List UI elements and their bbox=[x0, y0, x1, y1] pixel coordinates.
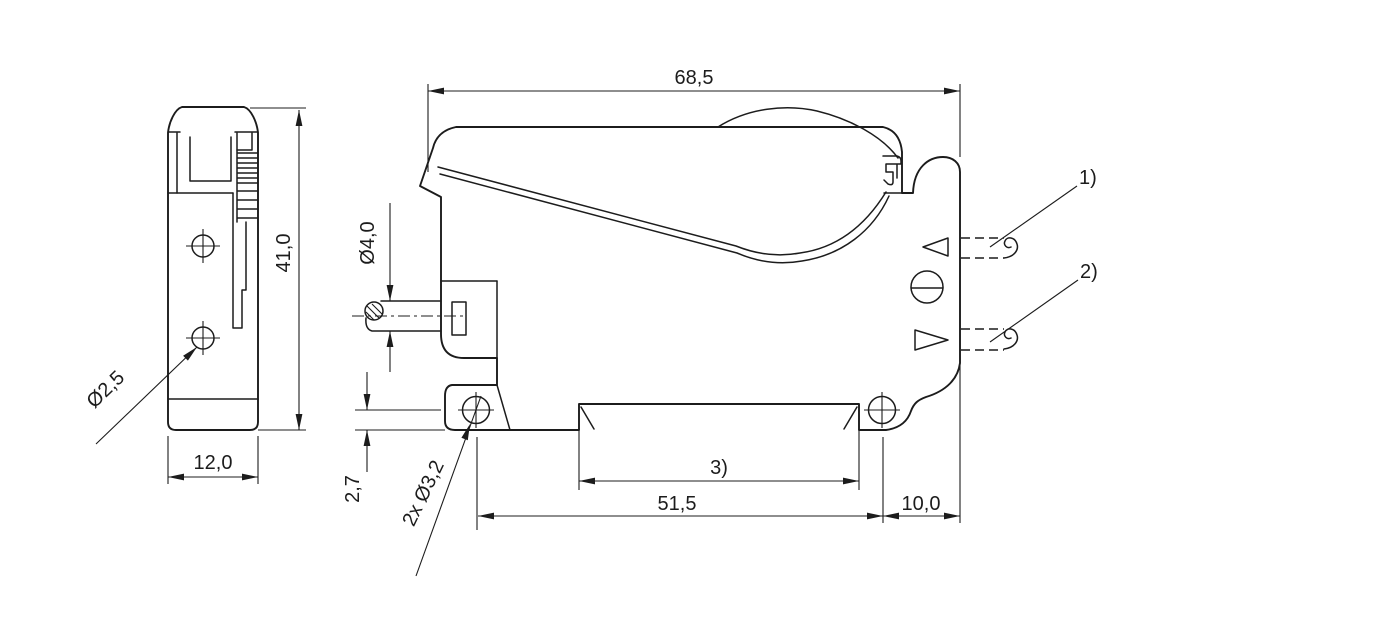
dimension-edge-offset: 10,0 bbox=[883, 493, 960, 520]
dimension-mounting-holes: 2x Ø3,2 bbox=[398, 395, 482, 577]
latch-detail bbox=[882, 155, 902, 186]
dim-hole-bottom-offset-label: 2,7 bbox=[342, 475, 364, 503]
dimension-body-width: 12,0 bbox=[167, 436, 259, 484]
left-side-view: 41,0 12,0 Ø2,5 bbox=[83, 106, 306, 484]
dim-body-width-label: 12,0 bbox=[194, 452, 233, 474]
plunger-shaft bbox=[365, 300, 442, 332]
dimension-hole-bottom-offset: 2,7 bbox=[342, 372, 445, 503]
callout-2: 2) bbox=[989, 261, 1098, 343]
side-slot bbox=[232, 192, 247, 329]
mount-hole-right-crosshair bbox=[864, 392, 900, 428]
adjustment-screw bbox=[910, 270, 944, 304]
dim-mounting-holes-label: 2x Ø3,2 bbox=[398, 457, 448, 530]
lever-inner-edge bbox=[437, 166, 887, 256]
inner-step bbox=[236, 132, 253, 151]
housing-outline bbox=[419, 126, 961, 431]
dim-side-hole-label: Ø2,5 bbox=[83, 367, 129, 413]
dim-ref-3-label: 3) bbox=[710, 457, 728, 479]
dimension-ref-3: 3) bbox=[578, 430, 860, 490]
lever-outer-edge bbox=[439, 173, 890, 264]
connector-2-dashed bbox=[961, 328, 1004, 351]
dim-overall-length-label: 68,5 bbox=[675, 67, 714, 89]
callout-1-label: 1) bbox=[1079, 167, 1097, 189]
callout-2-label: 2) bbox=[1080, 261, 1098, 283]
connector-2-end bbox=[1003, 328, 1019, 350]
spring-ribs bbox=[236, 149, 258, 223]
plunger-guide-slot bbox=[451, 301, 467, 336]
connector-1-dashed bbox=[961, 237, 1004, 259]
lever-head-top-arc bbox=[717, 107, 899, 159]
side-hole-lower-crosshair bbox=[186, 321, 220, 355]
front-view: 68,5 Ø4,0 2,7 2x Ø3,2 3) bbox=[342, 67, 1098, 577]
callout-1: 1) bbox=[989, 167, 1097, 248]
dim-edge-offset-label: 10,0 bbox=[902, 493, 941, 515]
side-hole-upper-crosshair bbox=[186, 229, 220, 263]
dimension-hole-spacing: 51,5 bbox=[476, 437, 884, 530]
dim-plunger-diameter-label: Ø4,0 bbox=[357, 221, 379, 264]
foot-gusset bbox=[496, 384, 511, 431]
receiver-triangle-icon bbox=[914, 329, 949, 351]
connector-1-end bbox=[1003, 237, 1019, 259]
emitter-triangle-icon bbox=[922, 237, 949, 257]
inner-cavity bbox=[189, 136, 232, 182]
dim-body-height-label: 41,0 bbox=[273, 234, 295, 273]
dimension-overall-length: 68,5 bbox=[427, 67, 961, 523]
plunger-tip bbox=[364, 301, 384, 321]
dimension-body-height: 41,0 bbox=[250, 107, 306, 431]
dim-hole-spacing-label: 51,5 bbox=[658, 493, 697, 515]
notch-chamfers bbox=[580, 406, 858, 430]
side-body-outline bbox=[167, 106, 259, 431]
dimension-plunger-diameter: Ø4,0 bbox=[357, 203, 394, 372]
